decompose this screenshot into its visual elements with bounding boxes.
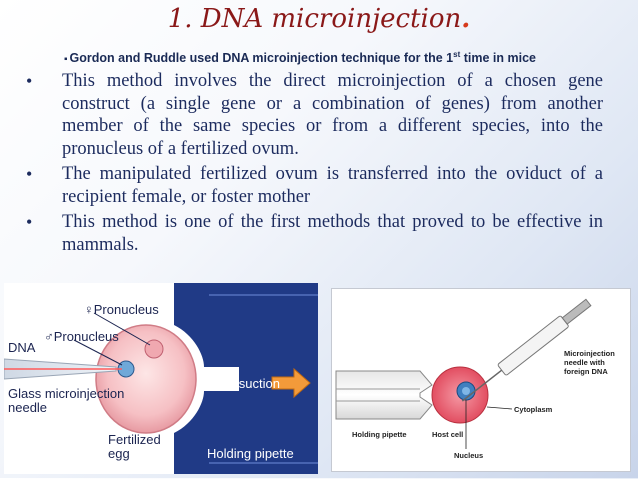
bullet-dot-icon: • <box>26 164 33 184</box>
bullet-item: •This method is one of the first methods… <box>26 212 603 255</box>
bullet-list: •This method involves the direct microin… <box>20 70 603 259</box>
pipette-label: Holding pipette <box>207 446 294 461</box>
slide-subtitle: ▪Gordon and Ruddle used DNA microinjecti… <box>64 50 536 66</box>
host-cell-label: Host cell <box>432 430 464 439</box>
microinjection-diagram-left: ♀Pronucleus ♂Pronucleus DNA Glass microi… <box>3 283 318 474</box>
square-bullet-icon: ▪ <box>64 54 68 66</box>
bullet-dot-icon: • <box>26 71 33 91</box>
holding-pipette-label: Holding pipette <box>352 430 407 439</box>
slide-title: 1. DNA microinjection. <box>167 4 471 34</box>
bullet-item: •The manipulated fertilized ovum is tran… <box>26 164 603 207</box>
host-cell-illustration <box>335 298 592 449</box>
female-pronucleus-label: ♀Pronucleus <box>84 302 159 317</box>
nucleus-label: Nucleus <box>454 451 484 460</box>
suction-label: Light suction <box>207 376 280 391</box>
cytoplasm-label: Cytoplasm <box>514 405 553 414</box>
microinjection-illustration <box>3 283 318 474</box>
male-pronucleus-label: ♂Pronucleus <box>44 329 119 344</box>
bullet-item: •This method involves the direct microin… <box>26 71 603 159</box>
dna-label: DNA <box>8 340 36 355</box>
bullet-dot-icon: • <box>26 212 33 232</box>
